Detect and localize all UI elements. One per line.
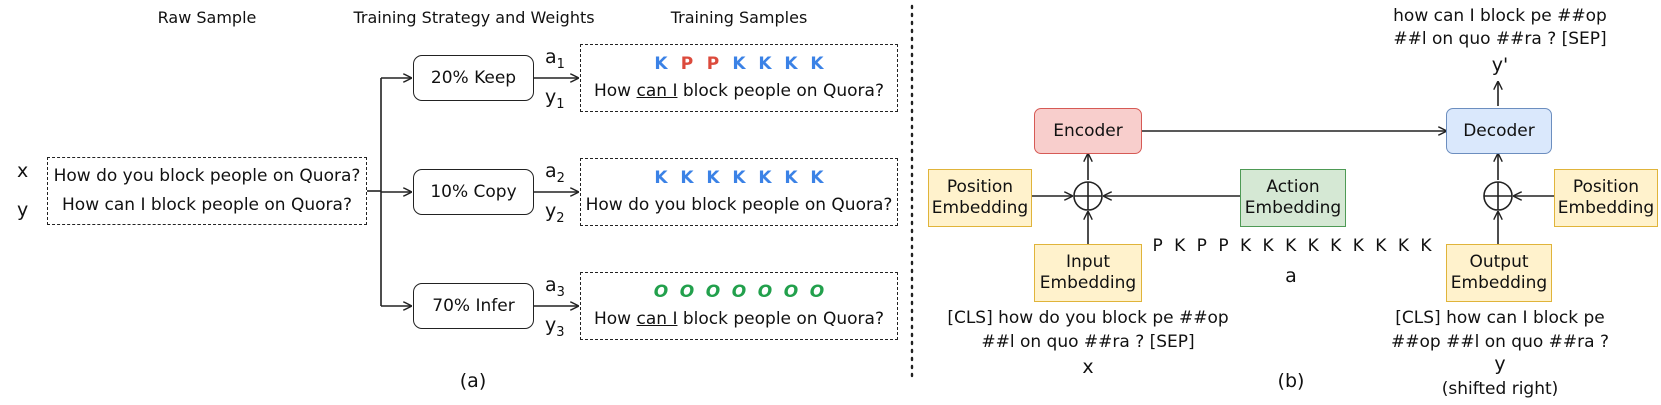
header-training-strategy: Training Strategy and Weights — [353, 8, 595, 27]
action-label: a — [1285, 265, 1297, 287]
output-embedding: Output Embedding — [1446, 244, 1552, 302]
output-text-line1: [CLS] how can I block pe — [1395, 308, 1605, 328]
box-label-line: Embedding — [931, 198, 1029, 218]
action-token: K — [758, 54, 772, 74]
target-label: y' — [1491, 54, 1509, 76]
raw-x-text: How do you block people on Quora? — [53, 166, 361, 186]
action-token: O — [653, 282, 669, 302]
action-token: P — [680, 54, 694, 74]
action-token: O — [679, 282, 695, 302]
box-label-line: Embedding — [1244, 198, 1342, 218]
input-label: x — [1082, 356, 1094, 378]
box-label-line: Position — [1572, 177, 1640, 197]
action-token: O — [757, 282, 773, 302]
action-token: K — [784, 54, 798, 74]
position-embedding-right: Position Embedding — [1554, 169, 1658, 227]
header-raw-sample: Raw Sample — [157, 8, 257, 27]
raw-y-text: How can I block people on Quora? — [62, 195, 352, 215]
action-token: O — [783, 282, 799, 302]
action-label-1: a1 — [545, 46, 565, 72]
action-token: P — [706, 54, 720, 74]
action-token: O — [705, 282, 721, 302]
raw-x-label: x — [17, 160, 29, 182]
box-label-line: Embedding — [1557, 198, 1655, 218]
input-text-line2: ##l on quo ##ra ? [SEP] — [981, 332, 1195, 352]
action-token: K — [784, 168, 798, 188]
box-label-line: Output — [1469, 252, 1529, 272]
input-embedding: Input Embedding — [1034, 244, 1142, 302]
action-token: K — [810, 168, 824, 188]
caption-a: (a) — [459, 370, 487, 392]
output-note: (shifted right) — [1441, 379, 1559, 399]
box-label-line: Action — [1266, 177, 1320, 197]
action-token: K — [758, 168, 772, 188]
target-label-3: y3 — [545, 314, 565, 340]
action-token: O — [731, 282, 747, 302]
action-token: K — [654, 54, 668, 74]
raw-sample-box: How do you block people on Quora? How ca… — [47, 157, 367, 225]
raw-y-label: y — [17, 199, 29, 221]
caption-b: (b) — [1277, 370, 1305, 392]
action-token: K — [680, 168, 694, 188]
strategy-copy-box: 10% Copy — [413, 169, 534, 215]
action-token: K — [732, 168, 746, 188]
action-token: K — [706, 168, 720, 188]
action-token: K — [732, 54, 746, 74]
output-text-line2: ##op ##l on quo ##ra ? — [1391, 332, 1609, 352]
target-text-line1: how can I block pe ##op — [1393, 6, 1607, 26]
input-text-line1: [CLS] how do you block pe ##op — [947, 308, 1229, 328]
header-training-samples: Training Samples — [670, 8, 808, 27]
target-text-line2: ##l on quo ##ra ? [SEP] — [1393, 29, 1607, 49]
sample-sentence: How can I block people on Quora? — [594, 81, 884, 101]
action-token: K — [654, 168, 668, 188]
position-embedding-left: Position Embedding — [928, 169, 1032, 227]
action-label-2: a2 — [545, 160, 565, 186]
box-label-line: Embedding — [1039, 273, 1137, 293]
strategy-keep-box: 20% Keep — [413, 55, 534, 101]
action-label-3: a3 — [545, 274, 565, 300]
encoder-box: Encoder — [1034, 108, 1142, 154]
target-label-1: y1 — [545, 86, 565, 112]
box-label-line: Input — [1065, 252, 1111, 272]
sample-sentence: How can I block people on Quora? — [594, 309, 884, 329]
sample-sentence: How do you block people on Quora? — [585, 195, 893, 215]
action-sequence: P K P P K K K K K K K K K — [1152, 236, 1432, 256]
decoder-box: Decoder — [1446, 108, 1552, 154]
action-embedding: Action Embedding — [1240, 169, 1346, 227]
action-token: O — [809, 282, 825, 302]
action-token: K — [810, 54, 824, 74]
target-label-2: y2 — [545, 200, 565, 226]
output-label: y — [1494, 353, 1506, 375]
box-label-line: Position — [946, 177, 1014, 197]
box-label-line: Embedding — [1450, 273, 1548, 293]
strategy-infer-box: 70% Infer — [413, 283, 534, 329]
